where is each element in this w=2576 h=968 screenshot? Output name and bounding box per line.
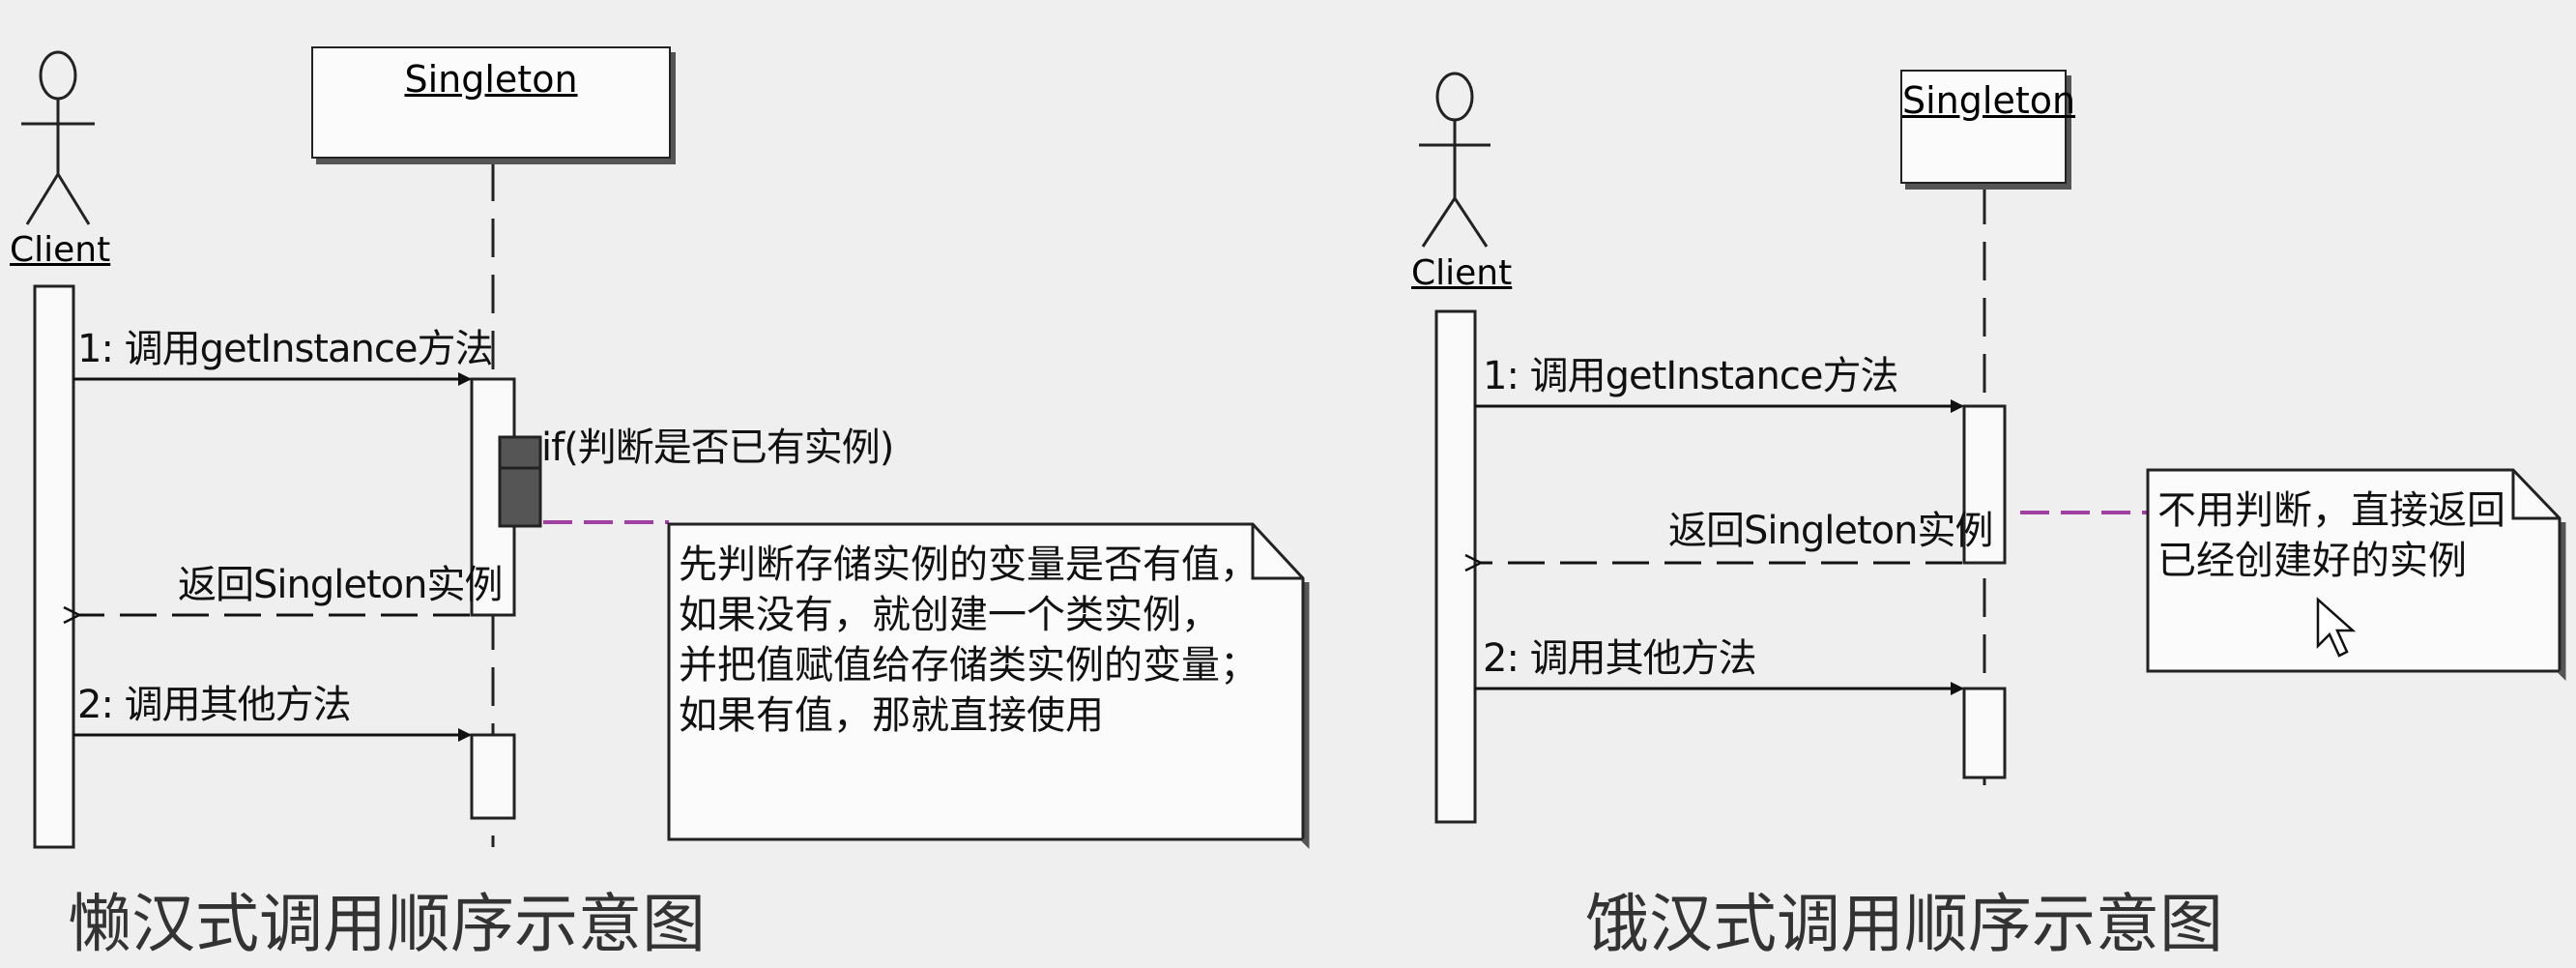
- eager-note-text: 不用判断，直接返回 已经创建好的实例: [2157, 485, 2505, 586]
- lazy-singleton-label: Singleton: [404, 58, 578, 101]
- lazy-singleton-box: Singleton: [311, 46, 671, 159]
- lazy-client-label: Client: [10, 230, 111, 270]
- lazy-note-box: [667, 522, 1305, 841]
- lazy-condition-block: [498, 435, 542, 528]
- eager-activation-2: [1962, 687, 2007, 779]
- lazy-return-label: 返回Singleton实例: [178, 563, 503, 607]
- lazy-client-actor: [21, 50, 95, 225]
- lazy-note-line: 如果有值，那就直接使用: [679, 693, 1104, 738]
- lazy-msg1-label: 1: 调用getInstance方法: [77, 327, 493, 371]
- eager-client-label: Client: [1411, 253, 1513, 293]
- eager-note-line: 已经创建好的实例: [2157, 539, 2467, 583]
- eager-msg1-label: 1: 调用getInstance方法: [1483, 354, 1898, 398]
- lazy-caption: 懒汉式调用顺序示意图: [68, 887, 706, 961]
- eager-msg2-label: 2: 调用其他方法: [1483, 636, 1757, 681]
- mouse-cursor-icon: [2316, 597, 2357, 658]
- lazy-note-line: 先判断存储实例的变量是否有值，: [679, 543, 1259, 587]
- lazy-condition-label: if(判断是否已有实例): [541, 425, 894, 470]
- eager-caption: 饿汉式调用顺序示意图: [1585, 887, 2223, 961]
- lazy-client-activation: [33, 284, 75, 849]
- eager-singleton-box: Singleton: [1900, 70, 2075, 184]
- lazy-activation-2: [470, 733, 516, 820]
- lazy-note-line: 并把值赋值给存储类实例的变量；: [679, 643, 1259, 688]
- eager-client-actor: [1419, 72, 1491, 248]
- eager-return-label: 返回Singleton实例: [1668, 509, 1993, 553]
- lazy-msg2-label: 2: 调用其他方法: [77, 683, 352, 727]
- lazy-note-line: 如果没有，就创建一个类实例，: [679, 593, 1220, 637]
- lazy-note-text: 先判断存储实例的变量是否有值， 如果没有，就创建一个类实例， 并把值赋值给存储类…: [679, 540, 1259, 741]
- eager-note-box: [2146, 468, 2562, 673]
- eager-note-line: 不用判断，直接返回: [2157, 488, 2505, 533]
- eager-client-activation: [1434, 309, 1477, 824]
- eager-activation-1: [1962, 404, 2007, 565]
- eager-singleton-label: Singleton: [1902, 79, 2076, 122]
